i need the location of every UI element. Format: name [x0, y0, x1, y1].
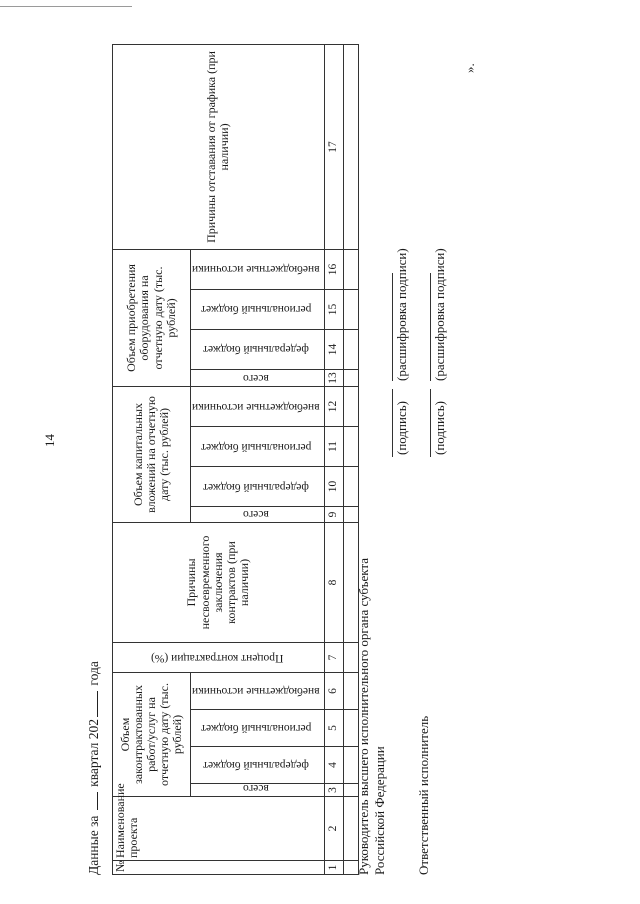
subheader-regional-capital: региональный бюджет: [190, 426, 325, 467]
subheader-extrabudget-capital: внебюджетные источники: [190, 386, 325, 427]
head-signatory-line2: Российской Федерации: [372, 746, 387, 875]
column-number: 1: [324, 860, 344, 875]
subheader-total-contracted: всего: [190, 782, 325, 797]
column-number: 3: [324, 783, 344, 797]
data-cell[interactable]: [343, 249, 359, 290]
column-number: 17: [324, 44, 344, 250]
data-cell[interactable]: [343, 426, 359, 467]
subheader-total-equipment: всего: [190, 369, 325, 387]
responsible-decoding-label: (расшифровка подписи): [432, 248, 447, 381]
header-untimely-reasons: Причины несвоевременного заключения конт…: [112, 522, 325, 643]
header-capital-investment: Объем капитальных вложений на отчетную д…: [112, 386, 191, 523]
responsible-decoding-line[interactable]: [430, 273, 431, 381]
header-equipment-purchase: Объем приобретения оборудования на отчет…: [112, 249, 191, 387]
head-decoding-label: (расшифровка подписи): [394, 248, 409, 381]
subheader-federal-equipment: федеральный бюджет: [190, 329, 325, 370]
responsible-signature-line[interactable]: [430, 389, 431, 457]
head-signatory-line1: Руководитель высшего исполнительного орг…: [356, 558, 371, 875]
data-cell[interactable]: [343, 369, 359, 387]
data-cell[interactable]: [343, 44, 359, 250]
subheader-extrabudget-contracted: внебюджетные источники: [190, 672, 325, 710]
header-delay-reasons: Причины отставания от графика (при налич…: [112, 44, 325, 250]
column-number: 10: [324, 466, 344, 507]
header-contract-percent: Процент контрактации (%): [112, 642, 325, 673]
column-number: 14: [324, 329, 344, 370]
column-number: 4: [324, 746, 344, 784]
column-number: 12: [324, 386, 344, 427]
data-cell[interactable]: [343, 506, 359, 523]
data-cell[interactable]: [343, 289, 359, 330]
data-cell[interactable]: [343, 329, 359, 370]
subheader-federal-capital: федеральный бюджет: [190, 466, 325, 507]
report-table: № Наименование проекта Объем законтракто…: [112, 44, 359, 875]
caption-blank-quarter: [96, 792, 98, 811]
column-number: 2: [324, 796, 344, 861]
data-cell[interactable]: [343, 466, 359, 507]
caption-blank-year: [96, 690, 98, 717]
rotated-form-sheet: Данные за квартал 202 года № Наименовани…: [86, 44, 496, 875]
header-no: №: [112, 860, 325, 875]
header-row-groups: № Наименование проекта Объем законтракто…: [112, 44, 325, 875]
subheader-regional-equipment: региональный бюджет: [190, 289, 325, 330]
column-number: 5: [324, 709, 344, 747]
column-number: 16: [324, 249, 344, 290]
column-number: 8: [324, 522, 344, 643]
responsible-executor: Ответственный исполнитель: [416, 715, 431, 875]
header-contract-percent-text: Процент контрактации (%): [150, 651, 283, 664]
column-number: 13: [324, 369, 344, 387]
column-number: 11: [324, 426, 344, 467]
head-signature-line[interactable]: [392, 389, 393, 457]
caption-part-3: года: [86, 661, 101, 686]
column-number: 9: [324, 506, 344, 523]
header-contracted-volume: Объем законтрактованных работ/услуг на о…: [112, 672, 191, 797]
subheader-federal-contracted: федеральный бюджет: [190, 746, 325, 784]
head-decoding-line[interactable]: [392, 273, 393, 381]
column-number: 6: [324, 672, 344, 710]
column-number: 7: [324, 642, 344, 673]
head-signature-label: (подпись): [394, 401, 409, 455]
subheader-total-capital: всего: [190, 506, 325, 523]
scan-artifact-line: [0, 6, 132, 7]
header-project-name: Наименование проекта: [112, 783, 325, 861]
subheader-regional-contracted: региональный бюджет: [190, 709, 325, 747]
responsible-signature-label: (подпись): [432, 401, 447, 455]
subheader-extrabudget-equipment: внебюджетные источники: [190, 249, 325, 290]
column-number-row: 1 2 3 4 5 6 7 8 9 10 11 12 13 14 15 16 1…: [324, 44, 344, 875]
column-number: 15: [324, 289, 344, 330]
caption-part-1: Данные за: [86, 815, 101, 875]
table-caption: Данные за квартал 202 года: [86, 661, 102, 875]
caption-part-2: квартал 202: [86, 718, 101, 787]
data-cell[interactable]: [343, 386, 359, 427]
page-number: 14: [42, 434, 57, 447]
